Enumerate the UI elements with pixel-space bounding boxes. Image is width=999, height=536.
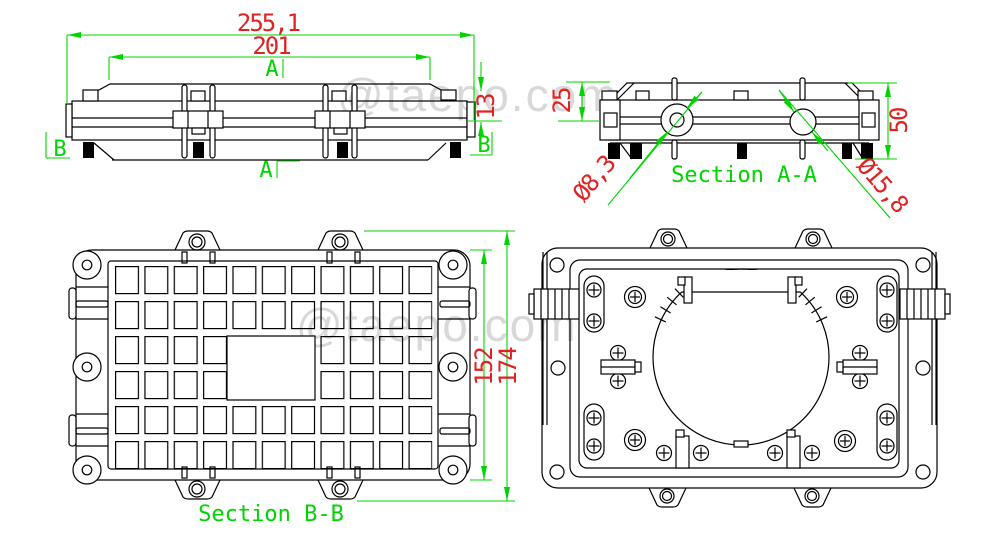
dim-body-height: 152 xyxy=(470,348,498,386)
watermark-text: @taepo.com xyxy=(337,69,619,121)
dim-large-hole-diameter: Ø15,8 xyxy=(851,152,913,218)
section-bb-view: 152 174 Section B-B xyxy=(68,230,522,527)
dim-body-length: 201 xyxy=(252,32,290,60)
section-bb-label: Section B-B xyxy=(198,502,344,527)
side-view: 255,1 201 13 A A B B xyxy=(45,9,502,183)
dim-top-depth: 25 xyxy=(548,88,576,113)
section-marker-a-top: A xyxy=(265,57,278,82)
section-marker-b-right: B xyxy=(477,133,490,158)
section-marker-a-bottom: A xyxy=(259,158,272,183)
interior-view xyxy=(528,228,951,508)
section-aa-view: 25 50 Ø8,3 Ø15,8 Section A-A xyxy=(548,77,913,219)
dim-overall-length: 255,1 xyxy=(237,9,300,37)
dim-cover-height: 13 xyxy=(472,94,500,119)
section-aa-label: Section A-A xyxy=(671,163,817,188)
section-marker-b-left: B xyxy=(53,137,66,162)
dim-overall-height: 174 xyxy=(494,347,522,386)
dim-total-height: 50 xyxy=(885,108,913,133)
